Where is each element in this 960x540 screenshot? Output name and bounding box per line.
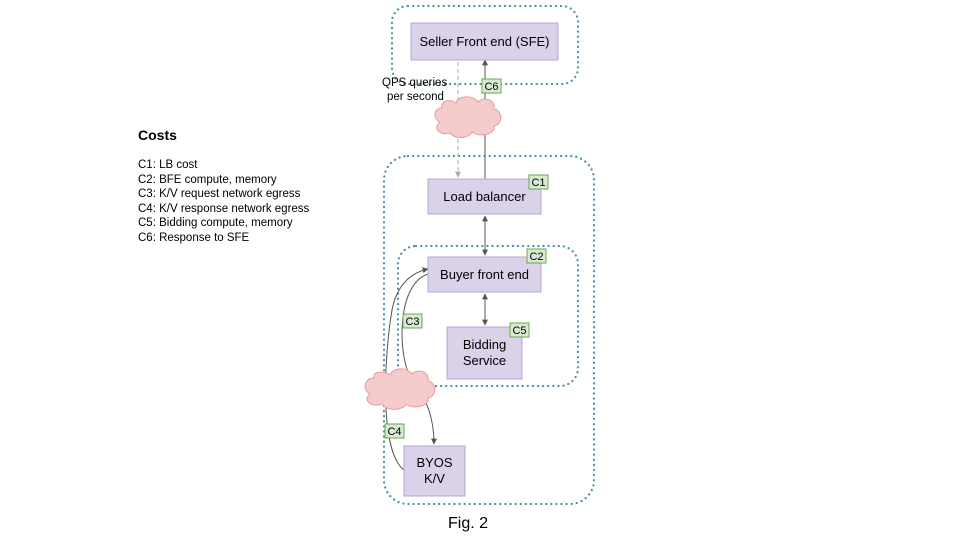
qps-note-line1: QPS queries <box>382 77 447 89</box>
costs-title: Costs <box>138 127 177 143</box>
cost-item-c3: C3: K/V request network egress <box>138 188 301 201</box>
cost-tag-c1: C1 <box>528 174 549 190</box>
cost-tag-c5: C5 <box>509 322 530 338</box>
cost-item-c1: C1: LB cost <box>138 159 198 171</box>
svg-text:C5: C5 <box>512 325 526 337</box>
svg-text:C6: C6 <box>484 81 498 93</box>
svg-text:C1: C1 <box>531 177 545 189</box>
cost-item-c5: C5: Bidding compute, memory <box>138 217 293 230</box>
cost-tag-c6: C6 <box>481 78 502 94</box>
buyer-front-end-label: Buyer front end <box>440 267 529 282</box>
cost-item-c6: C6: Response to SFE <box>138 231 250 244</box>
load-balancer-node: Load balancer <box>427 178 542 215</box>
figure-caption: Fig. 2 <box>448 515 488 532</box>
bidding-service-label-line1: Bidding <box>463 337 506 352</box>
qps-note-line2: per second <box>387 91 444 103</box>
cost-tag-c4: C4 <box>384 423 405 439</box>
network-cloud-icon <box>434 96 502 138</box>
costs-list: C1: LB cost C2: BFE compute, memory C3: … <box>138 158 309 246</box>
cost-item-c2: C2: BFE compute, memory <box>138 173 277 186</box>
kv-request-arrow <box>401 273 437 445</box>
svg-text:C2: C2 <box>529 251 543 263</box>
bfe-group-border <box>396 244 580 388</box>
load-balancer-label: Load balancer <box>443 189 526 204</box>
buyer-front-end-node: Buyer front end <box>427 256 542 293</box>
buyer-group-border <box>382 154 596 506</box>
cost-tag-c2: C2 <box>526 248 547 264</box>
svg-text:C4: C4 <box>387 426 401 438</box>
sfe-label: Seller Front end (SFE) <box>419 34 549 49</box>
bidding-service-label-line2: Service <box>463 353 506 368</box>
cost-tag-c3: C3 <box>402 313 423 329</box>
byos-kv-label-line1: BYOS <box>416 455 452 470</box>
byos-kv-node: BYOS K/V <box>403 445 466 497</box>
svg-text:C3: C3 <box>405 316 419 328</box>
network-cloud-icon <box>364 368 436 410</box>
cost-item-c4: C4: K/V response network egress <box>138 202 310 215</box>
kv-response-arrow <box>385 267 429 471</box>
byos-kv-label-line2: K/V <box>424 471 445 486</box>
sfe-node: Seller Front end (SFE) <box>410 22 559 61</box>
